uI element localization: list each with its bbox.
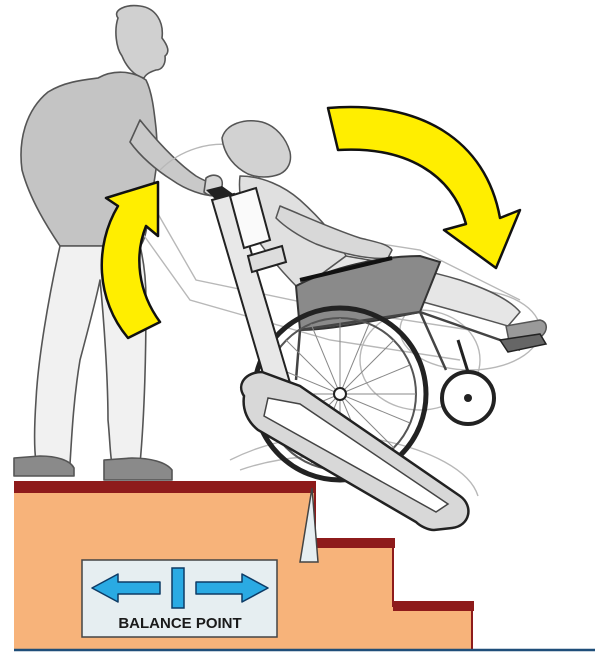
caster-wheel: [442, 340, 494, 424]
landing-tread: [14, 481, 316, 493]
attendant-head: [116, 6, 168, 78]
step-1-tread: [315, 538, 395, 548]
attendant-right-shoe: [104, 458, 172, 480]
step-2-tread: [393, 601, 474, 611]
wheelchair-footrest: [500, 334, 546, 352]
passenger-head: [222, 121, 291, 177]
balance-point-label: BALANCE POINT: [118, 615, 241, 632]
balance-marker-icon: [172, 568, 184, 608]
